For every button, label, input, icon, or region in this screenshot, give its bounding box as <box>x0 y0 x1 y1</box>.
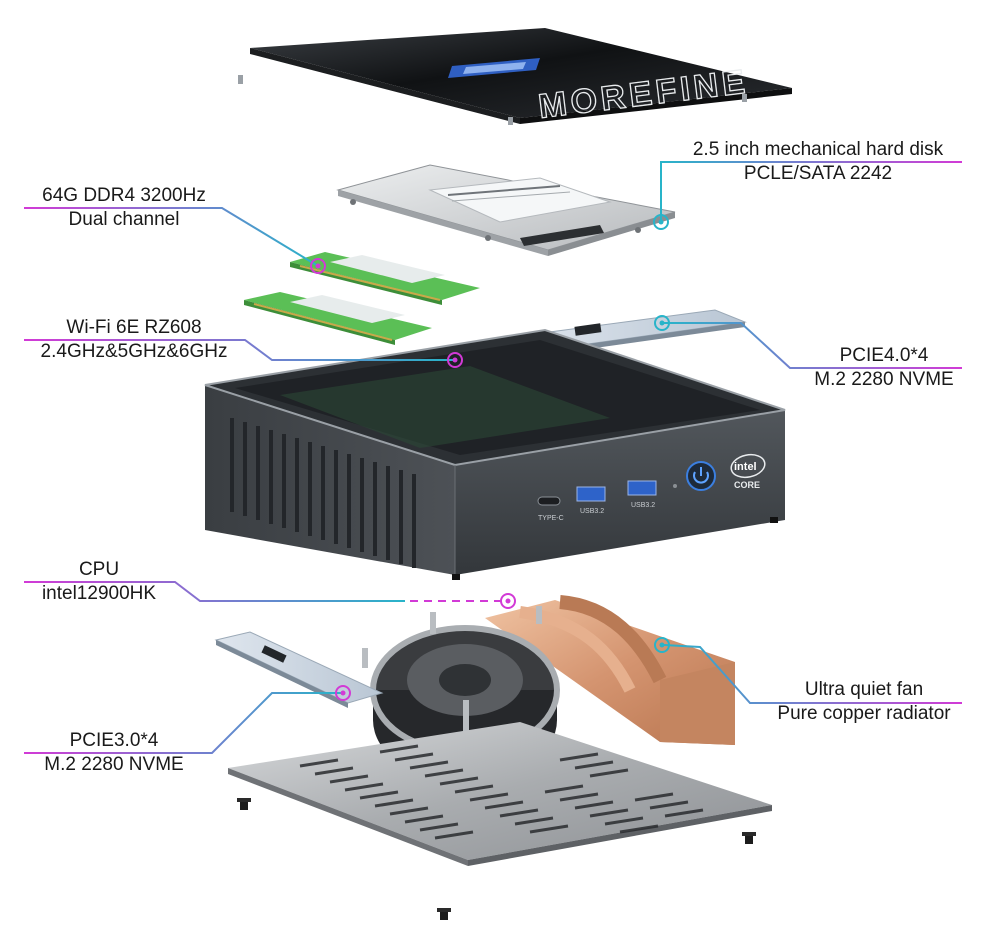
pcie3-ssd <box>214 631 384 708</box>
ram-module-bottom <box>244 292 432 345</box>
callout-ram-line2: Dual channel <box>68 209 180 230</box>
callout-cpu-line1: CPU <box>78 559 120 580</box>
callout-wifi-line1: Wi-Fi 6E RZ608 <box>66 317 202 338</box>
front-ports: TYPE-C USB3.2 USB3.2 <box>537 461 716 522</box>
intel-logo-text: intel <box>734 461 757 473</box>
bottom-plate <box>228 722 772 866</box>
callout-fan-line1: Ultra quiet fan <box>804 679 924 700</box>
chassis: TYPE-C USB3.2 USB3.2 intel CORE <box>204 328 786 580</box>
top-lid: MOREFINE <box>238 28 792 127</box>
callout-wifi: Wi-Fi 6E RZ608 2.4GHz&5GHz&6GHz <box>24 316 244 364</box>
callout-lines <box>24 161 962 754</box>
callout-hdd: 2.5 inch mechanical hard disk PCLE/SATA … <box>676 138 960 186</box>
marker-pcie4 <box>654 315 670 331</box>
marker-wifi <box>447 352 463 368</box>
callout-ram-line1: 64G DDR4 3200Hz <box>42 185 206 206</box>
intel-core-text: CORE <box>734 480 760 490</box>
marker-cpu <box>500 593 516 609</box>
side-vents <box>230 418 416 568</box>
hard-disk <box>336 164 676 256</box>
marker-hdd <box>653 214 669 230</box>
callout-fan: Ultra quiet fan Pure copper radiator <box>764 678 964 726</box>
usb-a-label-2: USB3.2 <box>631 502 655 509</box>
marker-ram <box>310 258 326 274</box>
callout-pcie4-line2: M.2 2280 NVME <box>814 369 954 390</box>
callout-hdd-line1: 2.5 inch mechanical hard disk <box>692 139 944 160</box>
callout-cpu: CPU intel12900HK <box>24 558 174 606</box>
callout-fan-line2: Pure copper radiator <box>777 703 951 724</box>
intel-core-badge: intel CORE <box>730 453 766 490</box>
screws <box>237 798 756 920</box>
callout-pcie3: PCIE3.0*4 M.2 2280 NVME <box>24 729 204 777</box>
callout-hdd-line2: PCLE/SATA 2242 <box>743 163 893 184</box>
marker-fan <box>654 637 670 653</box>
callout-wifi-line2: 2.4GHz&5GHz&6GHz <box>40 341 228 362</box>
usb-c-label: TYPE-C <box>538 515 564 522</box>
callout-pcie4-line1: PCIE4.0*4 <box>839 345 929 366</box>
callout-pcie3-line2: M.2 2280 NVME <box>44 754 184 775</box>
callout-ram: 64G DDR4 3200Hz Dual channel <box>24 184 224 232</box>
usb-a-port-2 <box>627 480 657 496</box>
callout-pcie3-line1: PCIE3.0*4 <box>69 730 159 751</box>
marker-pcie3 <box>335 685 351 701</box>
usb-a-port-1 <box>576 486 606 502</box>
callout-pcie4: PCIE4.0*4 M.2 2280 NVME <box>800 344 968 392</box>
usb-c-port <box>537 496 561 506</box>
callout-markers <box>310 214 670 701</box>
usb-a-label-1: USB3.2 <box>580 508 604 515</box>
callout-cpu-line2: intel12900HK <box>41 583 157 604</box>
